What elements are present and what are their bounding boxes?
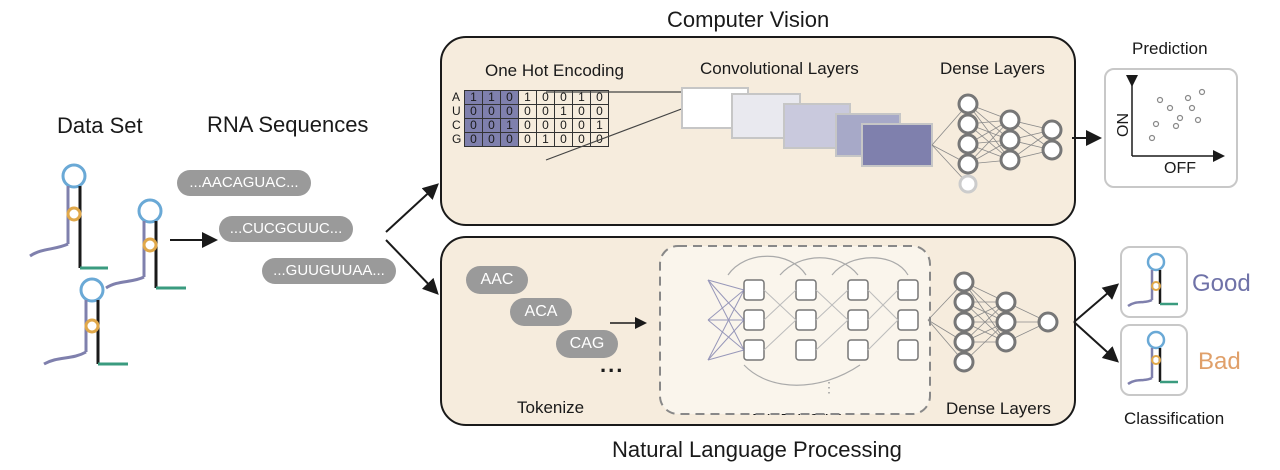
one-hot-cell: 0 — [572, 104, 591, 119]
one-hot-row: G 0 0 0 0 1 0 0 0 — [452, 132, 609, 147]
base-label: C — [452, 118, 461, 132]
base-label: A — [452, 90, 461, 104]
rna-hairpin-3 — [43, 277, 128, 366]
one-hot-encoding-label: One Hot Encoding — [485, 61, 624, 80]
bad-structure-box — [1120, 324, 1188, 396]
one-hot-row: C 0 0 1 0 0 0 0 1 — [452, 118, 609, 133]
embedding-label: Embedding — [682, 280, 700, 357]
bad-label: Bad — [1198, 348, 1241, 375]
one-hot-cell: 0 — [518, 104, 537, 119]
base-label: G — [452, 132, 462, 146]
one-hot-cell: 0 — [590, 104, 609, 119]
one-hot-cell: 1 — [554, 104, 573, 119]
classification-heading: Classification — [1124, 409, 1225, 428]
lm-encoder-label: LM Encoder — [752, 400, 844, 419]
one-hot-cell: 0 — [518, 118, 537, 133]
sequence-pill-3: ...GUUGUUAA... — [262, 258, 396, 284]
one-hot-cell: 1 — [500, 118, 519, 133]
one-hot-row: U 0 0 0 0 0 1 0 0 — [452, 104, 609, 119]
one-hot-cell: 1 — [590, 118, 609, 133]
good-label: Good — [1192, 270, 1251, 297]
plot-x-label: OFF — [1164, 160, 1196, 177]
rna-hairpin-1 — [29, 163, 108, 270]
arrow-to-good — [1073, 283, 1120, 323]
nlp-dense-layers-label: Dense Layers — [946, 399, 1051, 418]
one-hot-cell: 0 — [518, 132, 537, 147]
prediction-heading: Prediction — [1132, 39, 1208, 58]
one-hot-cell: 0 — [464, 118, 483, 133]
embedding-block: Embedding — [674, 262, 708, 380]
one-hot-cell: 0 — [464, 132, 483, 147]
one-hot-cell: 0 — [482, 132, 501, 147]
tokenize-label: Tokenize — [517, 398, 585, 417]
token-pill-2: ACA — [510, 298, 572, 326]
one-hot-cell: 1 — [482, 90, 501, 105]
one-hot-cell: 0 — [500, 132, 519, 147]
one-hot-cell: 0 — [590, 90, 609, 105]
prediction-plot-box — [1104, 68, 1238, 188]
one-hot-cell: 0 — [536, 118, 555, 133]
convolutional-layers-label: Convolutional Layers — [700, 59, 859, 78]
one-hot-cell: 0 — [572, 118, 591, 133]
one-hot-cell: 0 — [554, 90, 573, 105]
token-pill-1: AAC — [466, 266, 528, 294]
one-hot-cell: 0 — [572, 132, 591, 147]
computer-vision-title: Computer Vision — [667, 7, 830, 32]
plot-y-label: ON — [1115, 113, 1132, 137]
sequence-pill-2: ...CUCGCUUC... — [219, 216, 353, 242]
one-hot-cell: 0 — [554, 118, 573, 133]
one-hot-row: A 1 1 0 1 0 0 1 0 — [452, 90, 609, 105]
rna-sequences-heading: RNA Sequences — [207, 112, 369, 137]
one-hot-cell: 0 — [464, 104, 483, 119]
token-ellipsis: ... — [600, 352, 625, 377]
one-hot-cell: 0 — [536, 104, 555, 119]
one-hot-cell: 0 — [554, 132, 573, 147]
one-hot-cell: 1 — [572, 90, 591, 105]
arrow-to-bad — [1073, 321, 1119, 363]
one-hot-cell: 0 — [482, 118, 501, 133]
one-hot-cell: 1 — [464, 90, 483, 105]
sequence-pill-1: ...AACAGUAC... — [177, 170, 311, 196]
rna-hairpin-2 — [105, 198, 186, 290]
one-hot-cell: 0 — [500, 90, 519, 105]
one-hot-cell: 1 — [518, 90, 537, 105]
base-label: U — [452, 104, 461, 118]
one-hot-cell: 0 — [500, 104, 519, 119]
one-hot-matrix: A 1 1 0 1 0 0 1 0 U 0 0 0 0 0 1 0 0 C 0 … — [452, 90, 609, 147]
good-structure-box — [1120, 246, 1188, 318]
one-hot-cell: 1 — [536, 132, 555, 147]
cv-dense-layers-label: Dense Layers — [940, 59, 1045, 78]
one-hot-cell: 0 — [590, 132, 609, 147]
one-hot-cell: 0 — [482, 104, 501, 119]
nlp-title: Natural Language Processing — [612, 437, 902, 462]
arrow-to-cv — [385, 183, 439, 233]
data-set-heading: Data Set — [57, 113, 143, 138]
one-hot-cell: 0 — [536, 90, 555, 105]
token-pill-3: CAG — [556, 330, 618, 358]
